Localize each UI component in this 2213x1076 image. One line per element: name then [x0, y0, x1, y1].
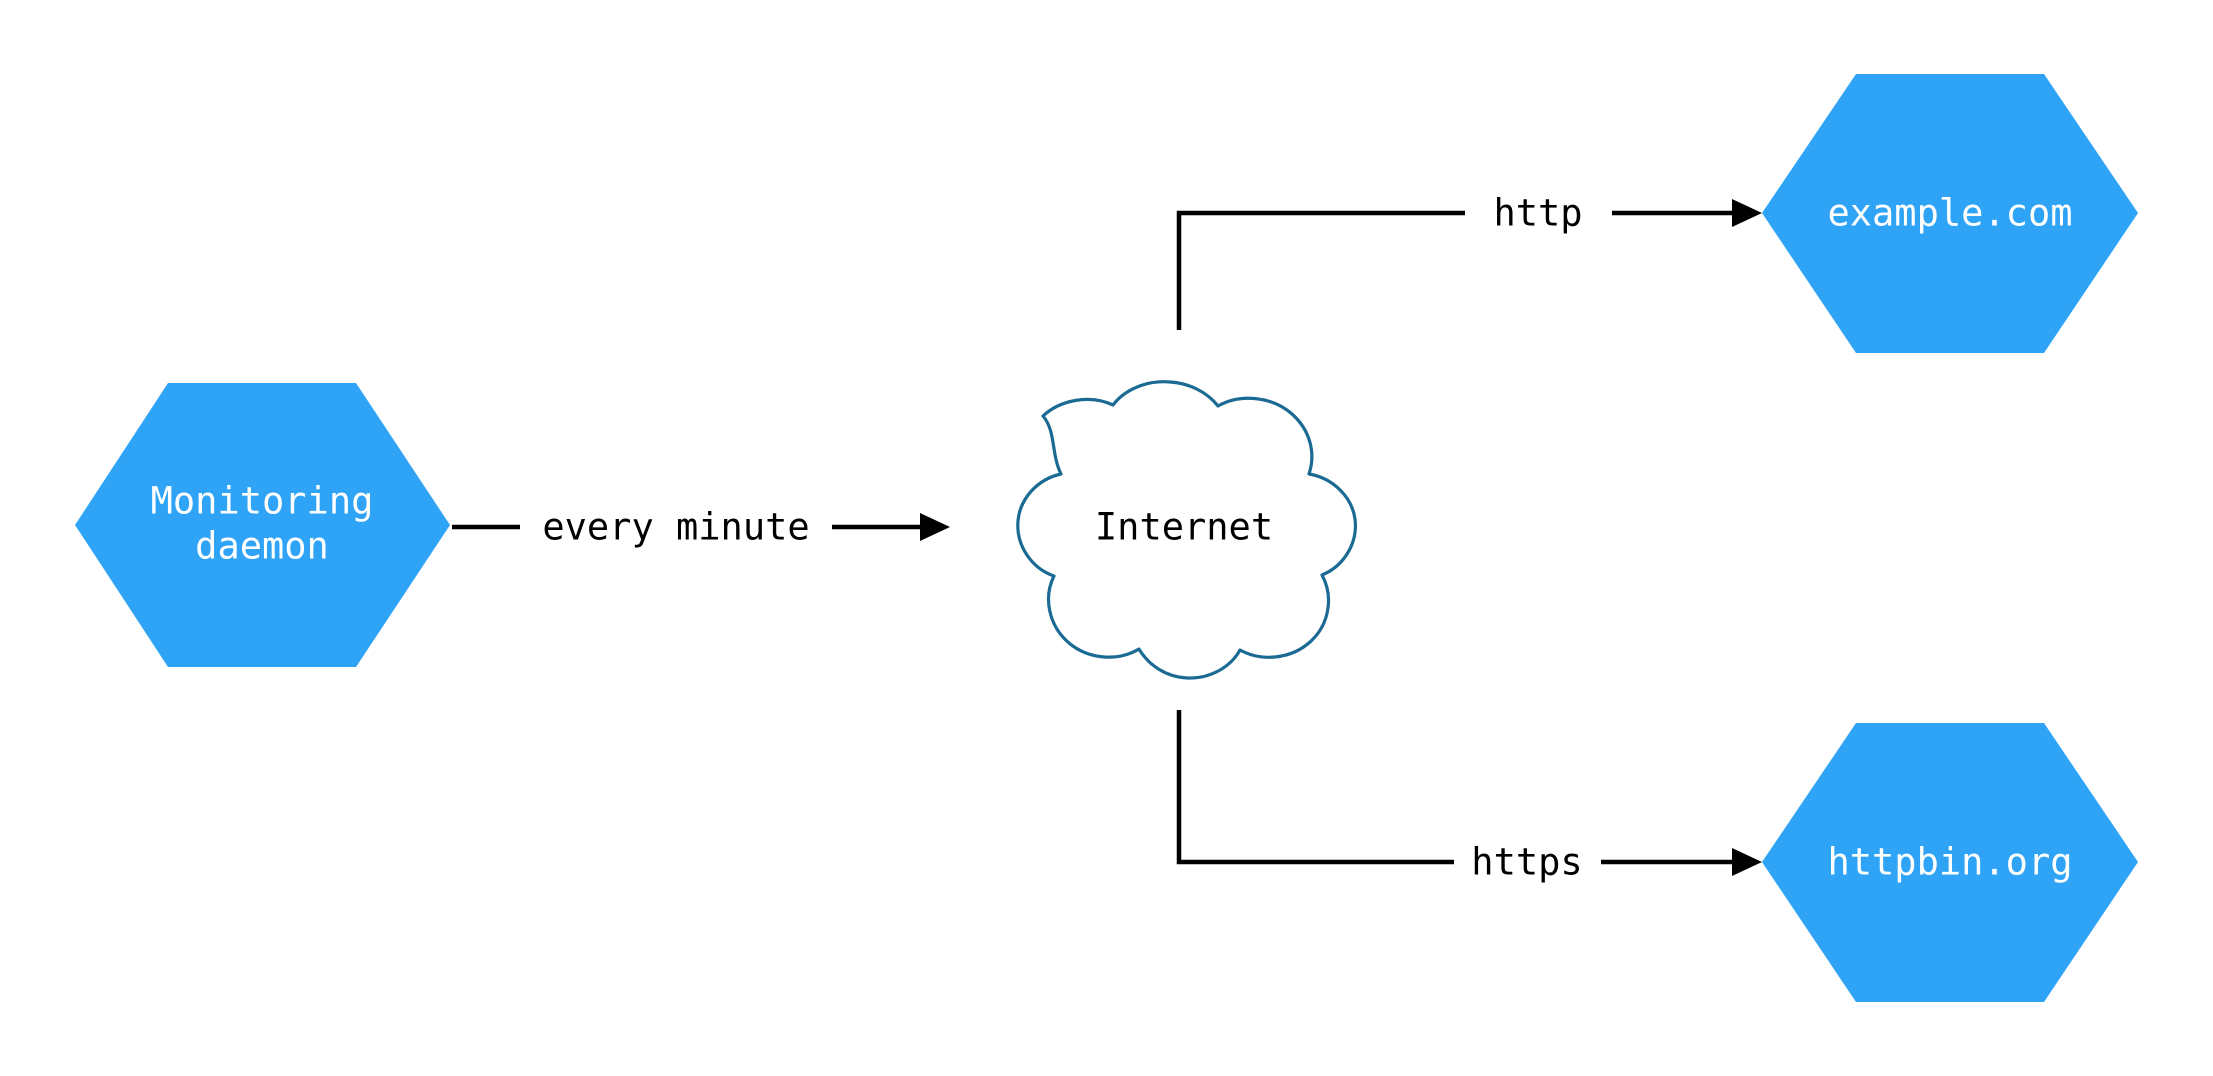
edge-label-every-minute: every minute: [542, 506, 809, 549]
node-example-com[interactable]: example.com: [1762, 74, 2138, 353]
hexagon-shape[interactable]: [75, 383, 450, 667]
hexagon-shape[interactable]: [1762, 74, 2138, 353]
node-label-example-com: example.com: [1827, 192, 2072, 235]
node-label-internet: Internet: [1095, 506, 1273, 549]
arrow-head-icon: [920, 513, 950, 541]
edge-internet-to-httpbin: https: [1176, 710, 1762, 884]
node-label-line2: daemon: [195, 525, 329, 568]
cloud-shape[interactable]: [1016, 380, 1357, 680]
node-internet[interactable]: Internet: [1016, 380, 1357, 680]
node-monitoring-daemon[interactable]: Monitoring daemon: [75, 383, 450, 667]
edge-path-https-orthogonal: [1176, 710, 1454, 865]
edge-label-https: https: [1471, 841, 1582, 884]
hexagon-shape[interactable]: [1762, 723, 2138, 1002]
edge-daemon-to-internet: every minute: [452, 506, 950, 549]
node-label-httpbin-org: httpbin.org: [1827, 841, 2072, 884]
arrow-head-icon: [1732, 199, 1762, 227]
edge-path-http-orthogonal: [1176, 210, 1465, 330]
arrow-head-icon: [1732, 848, 1762, 876]
edge-internet-to-example: http: [1176, 192, 1762, 330]
node-label-line1: Monitoring: [151, 480, 374, 523]
edge-label-http: http: [1493, 192, 1582, 235]
node-httpbin-org[interactable]: httpbin.org: [1762, 723, 2138, 1002]
